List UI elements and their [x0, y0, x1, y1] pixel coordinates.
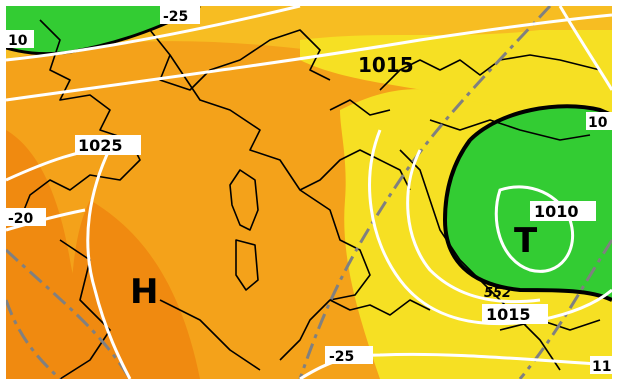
svg-text:1025: 1025 [78, 136, 123, 155]
green-low-outline [442, 104, 612, 302]
svg-text:1010: 1010 [534, 202, 579, 221]
svg-text:552: 552 [484, 286, 511, 301]
high-pressure-center: H [130, 272, 158, 312]
svg-text:-25: -25 [329, 349, 354, 365]
isobar-label-east-low: 1010 [530, 201, 596, 221]
field-yellow-north [300, 30, 612, 115]
isobar-label-center-north: 1015 [358, 53, 414, 77]
svg-text:10: 10 [8, 33, 28, 49]
field-orange-deep-west [6, 130, 130, 379]
field-orange-deep-south [70, 200, 200, 379]
isobar-label-bottom-right: 11 [590, 356, 612, 375]
fronts [6, 6, 612, 379]
isobar-label-south-east: 1015 [482, 304, 548, 324]
isobar-label-bottom-temp: -25 [325, 346, 373, 365]
svg-text:10: 10 [588, 115, 608, 131]
svg-text:1015: 1015 [358, 53, 414, 77]
field-green-north [6, 6, 200, 54]
svg-text:-20: -20 [8, 211, 34, 227]
low-pressure-center: T [514, 221, 538, 261]
isobar-label-right-edge-top: 10 [586, 112, 612, 131]
isobar-label-west: 1025 [75, 135, 141, 155]
isobar-label-top-temp: -25 [160, 6, 200, 25]
svg-text:11: 11 [592, 359, 611, 375]
svg-text:1015: 1015 [486, 305, 531, 324]
isobar-label-top-left: 10 [6, 30, 34, 49]
isobar-label-west-temp: -20 [6, 208, 46, 227]
isobar-label-south-east-small: 552 [484, 286, 511, 301]
svg-text:-25: -25 [163, 9, 188, 25]
